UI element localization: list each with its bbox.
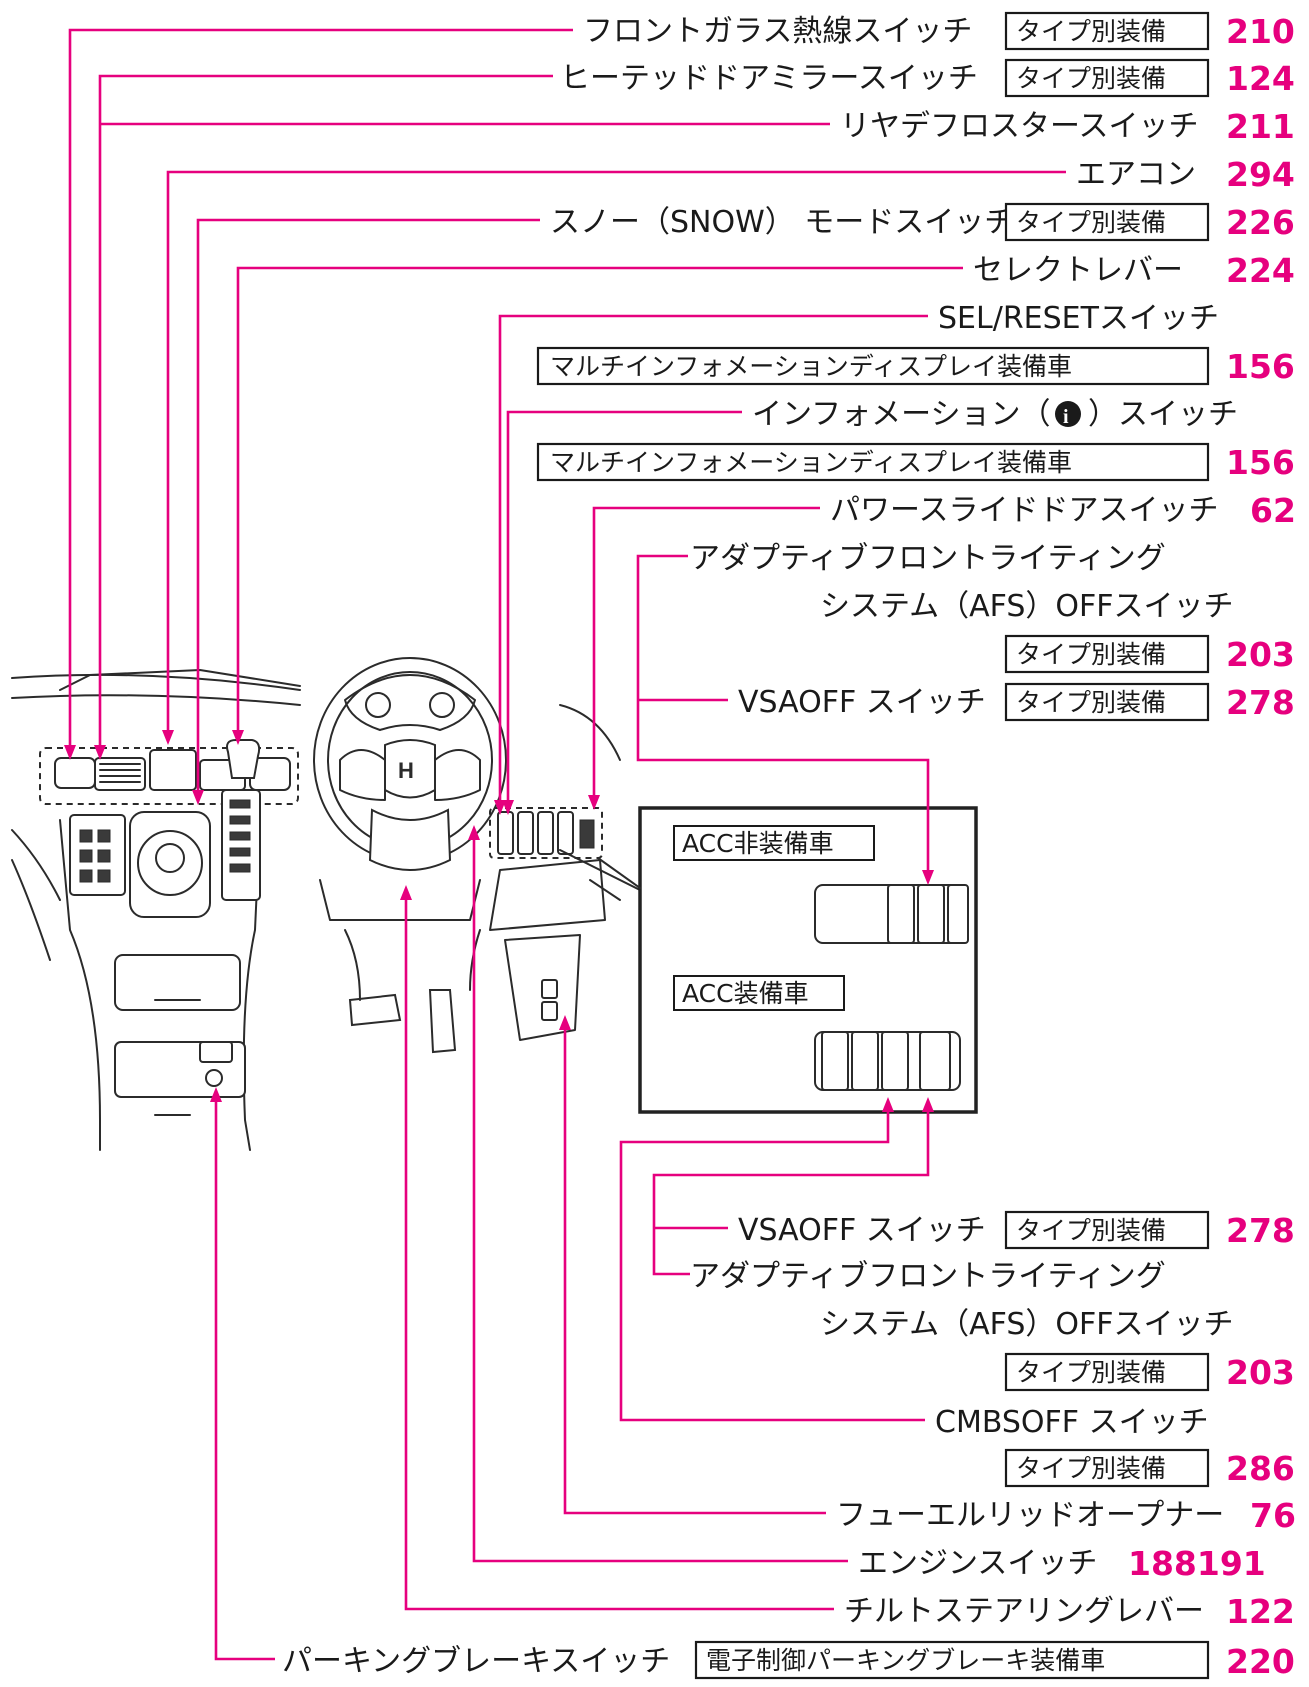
page-slide-door[interactable]: 62: [1250, 491, 1296, 530]
tag-cmbs: タイプ別装備: [1016, 1454, 1166, 1483]
label-information-switch: インフォメーション（: [752, 397, 1051, 432]
page-snow[interactable]: 226: [1226, 203, 1295, 242]
label-fuel-lid-opener: フューエルリッドオープナー: [836, 1498, 1224, 1533]
leader-lines: [64, 28, 1066, 1661]
label-vsa-bottom: VSAOFF スイッチ: [738, 1213, 986, 1248]
page-vsa-bottom[interactable]: 278: [1226, 1211, 1295, 1250]
page-parking-brake[interactable]: 220: [1226, 1642, 1295, 1681]
tag-info: マルチインフォメーションディスプレイ装備車: [550, 448, 1072, 477]
label-afs-top: アダプティブフロントライティング: [690, 541, 1166, 576]
tag-vsa-top: タイプ別装備: [1016, 688, 1166, 717]
page-afs-top[interactable]: 203: [1226, 635, 1295, 674]
dashboard-illustration: H: [11, 657, 641, 1151]
label-tilt-steering-lever: チルトステアリングレバー: [844, 1594, 1204, 1629]
label-windshield-heater-switch: フロントガラス熱線スイッチ: [583, 14, 972, 49]
label-air-conditioner: エアコン: [1076, 157, 1196, 192]
label-vsa-top: VSAOFF スイッチ: [738, 685, 986, 720]
label-heated-mirror-switch: ヒーテッドドアミラースイッチ: [560, 61, 978, 96]
label-afs-top-line2: システム（AFS）OFFスイッチ: [820, 589, 1234, 624]
page-fuel-lid[interactable]: 76: [1250, 1496, 1296, 1535]
label-afs-bottom: アダプティブフロントライティング: [690, 1259, 1166, 1294]
tag-mirror: タイプ別装備: [1016, 64, 1166, 93]
page-tilt[interactable]: 122: [1226, 1592, 1295, 1631]
label-rear-defroster-switch: リヤデフロスタースイッチ: [840, 109, 1199, 144]
label-afs-bottom-line2: システム（AFS）OFFスイッチ: [820, 1307, 1234, 1342]
page-vsa-top[interactable]: 278: [1226, 683, 1295, 722]
tag-afs-top: タイプ別装備: [1016, 640, 1166, 669]
page-air-conditioner[interactable]: 294: [1226, 155, 1295, 194]
label-snow-mode-switch: スノー（SNOW） モードスイッチ: [550, 205, 1014, 240]
label-parking-brake-switch: パーキングブレーキスイッチ: [282, 1644, 670, 1679]
info-icon-glyph: i: [1063, 406, 1069, 428]
page-info[interactable]: 156: [1226, 443, 1295, 482]
tag-parking-brake: 電子制御パーキングブレーキ装備車: [706, 1646, 1105, 1675]
label-sel-reset-switch: SEL/RESETスイッチ: [938, 301, 1219, 336]
page-mirror[interactable]: 124: [1226, 59, 1295, 98]
page-rear-defroster[interactable]: 211: [1226, 107, 1295, 146]
tag-afs-bottom: タイプ別装備: [1016, 1358, 1166, 1387]
page-afs-bottom[interactable]: 203: [1226, 1353, 1295, 1392]
tag-snow: タイプ別装備: [1016, 208, 1166, 237]
label-select-lever: セレクトレバー: [973, 253, 1183, 288]
info-icon: [1055, 401, 1081, 427]
label-information-switch-suffix: ）スイッチ: [1088, 397, 1238, 432]
tag-vsa-bottom: タイプ別装備: [1016, 1216, 1166, 1245]
label-cmbs-switch: CMBSOFF スイッチ: [935, 1405, 1209, 1440]
inset-non-acc-label: ACC非装備車: [682, 829, 834, 858]
page-select-lever[interactable]: 224: [1226, 251, 1295, 290]
tag-sel-reset: マルチインフォメーションディスプレイ装備車: [550, 352, 1072, 381]
switch-inset: ACC非装備車 ACC装備車: [597, 806, 978, 1114]
page-engine[interactable]: 188191: [1128, 1544, 1266, 1583]
page-windshield[interactable]: 210: [1226, 12, 1295, 51]
inset-acc-label: ACC装備車: [682, 979, 809, 1008]
svg-text:H: H: [398, 758, 414, 783]
page-sel-reset[interactable]: 156: [1226, 347, 1295, 386]
label-engine-switch: エンジンスイッチ: [858, 1546, 1097, 1581]
page-cmbs[interactable]: 286: [1226, 1449, 1295, 1488]
tag-windshield: タイプ別装備: [1016, 17, 1166, 46]
callout-labels: フロントガラス熱線スイッチ タイプ別装備 210 ヒーテッドドアミラースイッチ …: [282, 11, 1296, 1681]
label-power-slide-door-switch: パワースライドドアスイッチ: [830, 493, 1219, 528]
